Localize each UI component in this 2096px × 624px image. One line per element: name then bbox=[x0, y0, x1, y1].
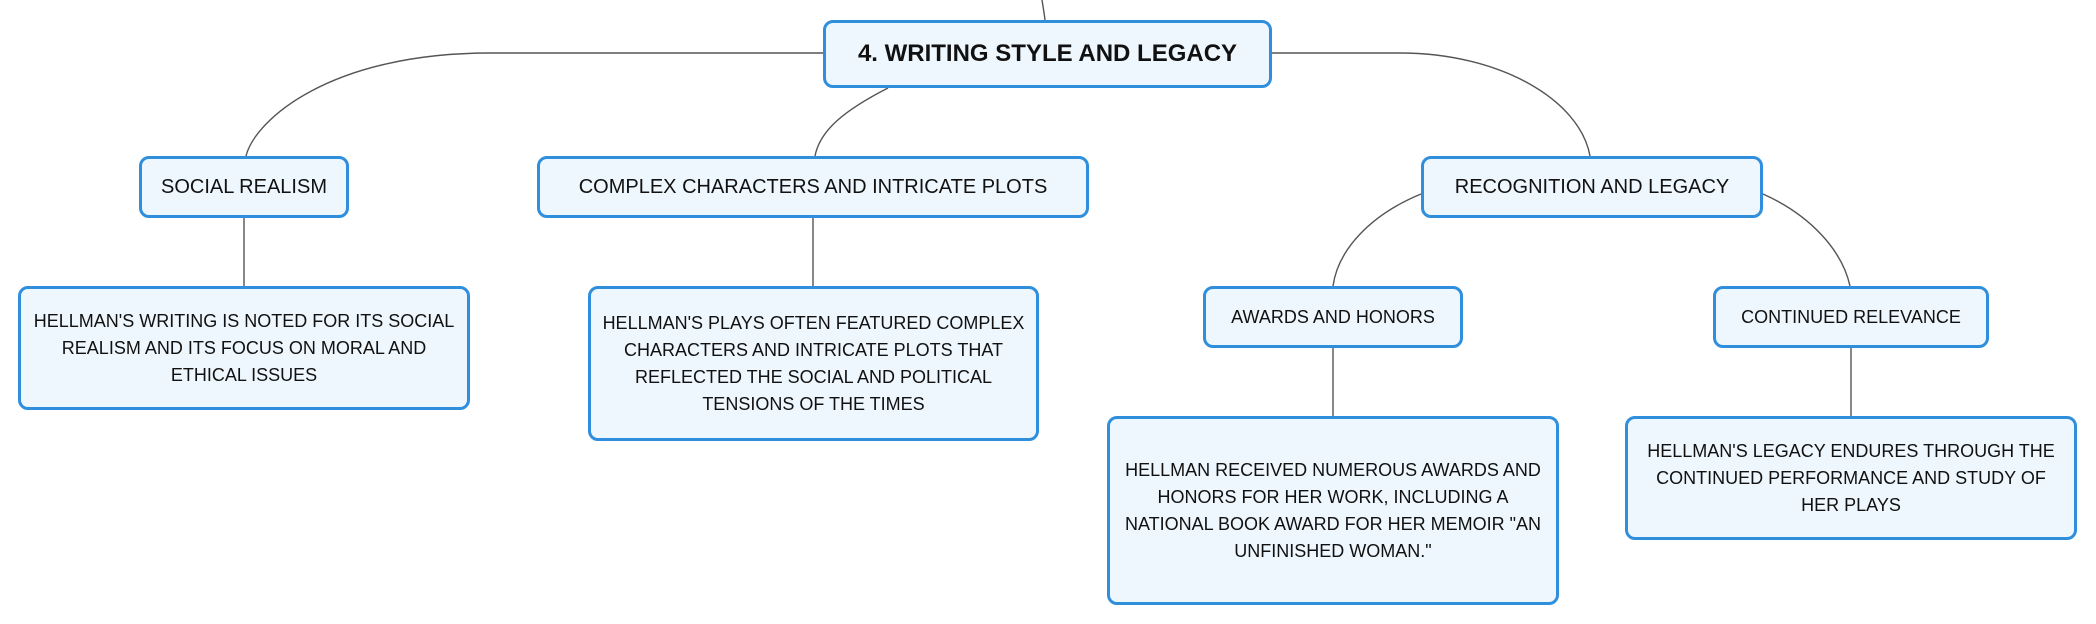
detail-continued-relevance[interactable]: HELLMAN'S LEGACY ENDURES THROUGH THE CON… bbox=[1625, 416, 2077, 540]
connector-recognition-to-relevance bbox=[1762, 193, 1851, 287]
detail-complex-characters[interactable]: HELLMAN'S PLAYS OFTEN FEATURED COMPLEX C… bbox=[588, 286, 1039, 441]
topic-social-realism[interactable]: SOCIAL REALISM bbox=[139, 156, 349, 218]
topic-continued-relevance-label: CONTINUED RELEVANCE bbox=[1741, 306, 1961, 327]
root-topic-label: 4. WRITING STYLE AND LEGACY bbox=[857, 40, 1238, 67]
detail-continued-relevance-text: HELLMAN'S LEGACY ENDURES THROUGH THE CON… bbox=[1647, 440, 2055, 515]
detail-awards-and-honors-text: HELLMAN RECEIVED NUMEROUS AWARDS AND HON… bbox=[1124, 459, 1542, 561]
topic-complex-characters-and-intricate-plots[interactable]: COMPLEX CHARACTERS AND INTRICATE PLOTS bbox=[537, 156, 1089, 218]
topic-complex-characters-label: COMPLEX CHARACTERS AND INTRICATE PLOTS bbox=[578, 175, 1048, 198]
detail-awards-and-honors[interactable]: HELLMAN RECEIVED NUMEROUS AWARDS AND HON… bbox=[1107, 416, 1559, 605]
topic-continued-relevance[interactable]: CONTINUED RELEVANCE bbox=[1713, 286, 1989, 348]
root-topic-writing-style-and-legacy[interactable]: 4. WRITING STYLE AND LEGACY bbox=[823, 20, 1272, 88]
connector-root-to-recognition-legacy bbox=[1272, 52, 1591, 157]
topic-recognition-and-legacy[interactable]: RECOGNITION AND LEGACY bbox=[1421, 156, 1763, 218]
topic-social-realism-label: SOCIAL REALISM bbox=[161, 175, 327, 198]
connector-root-to-social-realism bbox=[245, 52, 823, 157]
detail-complex-characters-text: HELLMAN'S PLAYS OFTEN FEATURED COMPLEX C… bbox=[602, 312, 1025, 414]
detail-social-realism[interactable]: HELLMAN'S WRITING IS NOTED FOR ITS SOCIA… bbox=[18, 286, 470, 410]
topic-awards-and-honors[interactable]: AWARDS AND HONORS bbox=[1203, 286, 1463, 348]
detail-social-realism-text: HELLMAN'S WRITING IS NOTED FOR ITS SOCIA… bbox=[33, 310, 455, 385]
topic-awards-and-honors-label: AWARDS AND HONORS bbox=[1231, 306, 1435, 327]
connector-recognition-to-awards bbox=[1332, 193, 1422, 287]
topic-recognition-and-legacy-label: RECOGNITION AND LEGACY bbox=[1454, 175, 1730, 198]
connector-root-to-parent bbox=[1041, 0, 1046, 21]
connector-root-to-complex-characters bbox=[814, 87, 889, 157]
